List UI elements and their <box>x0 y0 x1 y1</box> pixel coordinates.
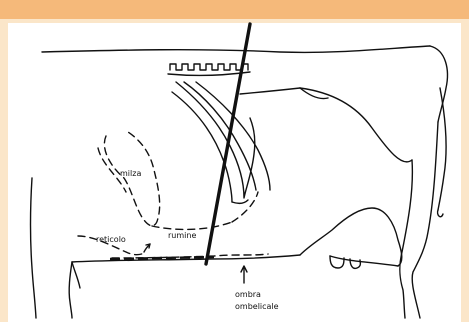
label-ombelicale: ombelicale <box>235 302 279 311</box>
label-milza: milza <box>120 169 141 178</box>
rumen-coil-1 <box>176 82 255 198</box>
elbow-contour <box>72 262 80 288</box>
paralumbar-line <box>240 88 300 94</box>
label-reticolo: reticolo <box>96 235 126 244</box>
udder-base <box>330 256 398 266</box>
hind-leg-rear <box>412 122 438 318</box>
foreleg-front <box>31 178 37 318</box>
hind-leg-front <box>400 160 413 318</box>
label-rumine: rumine <box>168 231 196 240</box>
label-ombra: ombra <box>235 290 261 299</box>
tail-tip <box>438 210 443 217</box>
rumen-arc-bottom <box>232 200 248 203</box>
rump-outline <box>430 46 447 122</box>
rumen-coil-2 <box>172 92 232 202</box>
back-outline <box>42 46 430 52</box>
foreleg-rear <box>69 262 72 318</box>
stifle-contour <box>300 88 412 162</box>
udder-outline <box>300 208 402 266</box>
vertebral-band <box>170 64 248 70</box>
vertebral-band-base <box>168 72 250 75</box>
spleen-outline <box>104 132 159 226</box>
rumen-outline <box>152 222 232 229</box>
probe-line <box>206 24 250 264</box>
